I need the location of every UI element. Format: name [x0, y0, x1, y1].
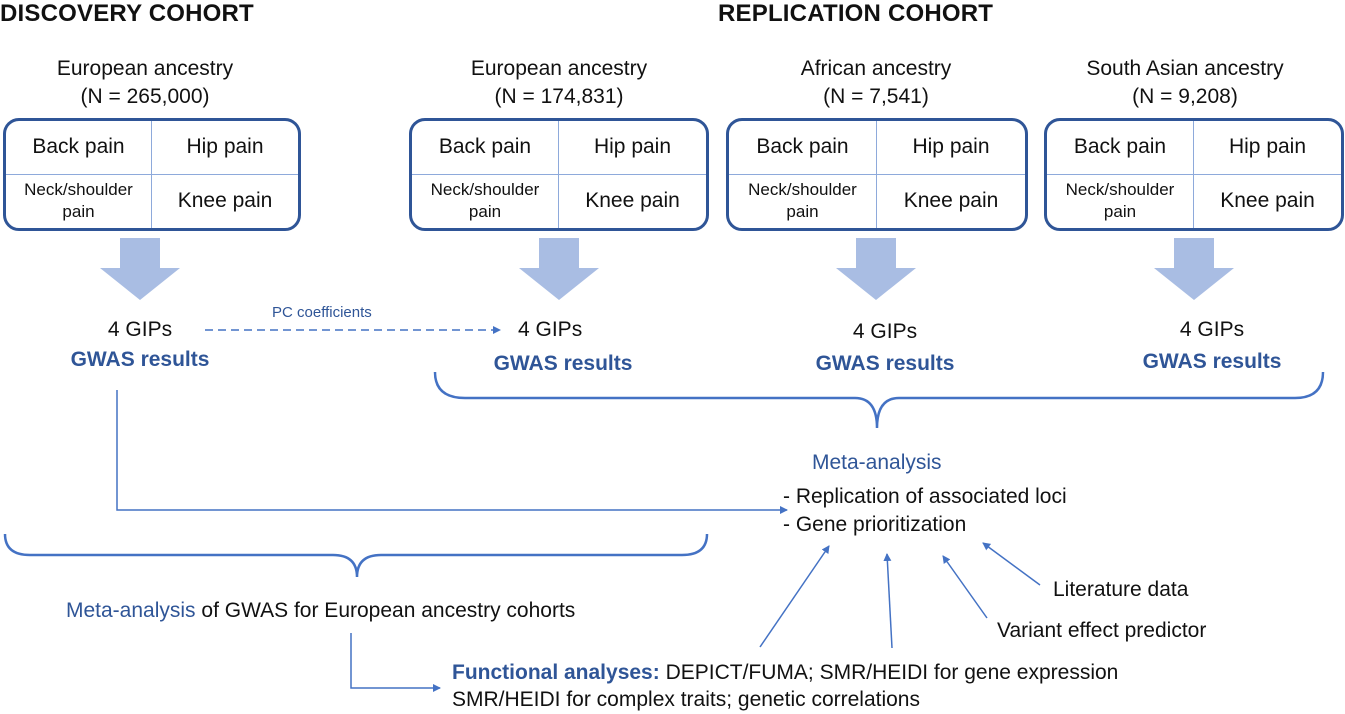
- functional-depict-to-gene-prioritization-arrow: [759, 545, 830, 648]
- block-arrow-down-replication-african: [836, 238, 916, 300]
- sample-size: (N = 7,541): [823, 85, 929, 108]
- cell-knee-pain: Knee pain: [177, 189, 273, 213]
- functional-analyses-line1: Functional analyses: DEPICT/FUMA; SMR/HE…: [452, 661, 1118, 685]
- ancestry-name: South Asian ancestry: [1086, 57, 1284, 80]
- cell-knee-pain: Knee pain: [585, 189, 680, 213]
- gwas-results-label: GWAS results: [493, 352, 633, 375]
- sample-size: (N = 265,000): [80, 85, 210, 108]
- ancestry-name: European ancestry: [470, 57, 648, 80]
- sample-size: (N = 174,831): [494, 85, 624, 108]
- cell-hip-pain: Hip pain: [559, 121, 706, 175]
- european-meta-highlight: Meta-analysis: [66, 599, 196, 622]
- gips-label: 4 GIPs: [852, 320, 918, 343]
- functional-line1-rest: DEPICT/FUMA; SMR/HEIDI for gene expressi…: [659, 661, 1119, 684]
- neck-line1: Neck/shoulder: [748, 180, 857, 200]
- cell-hip-pain: Hip pain: [1194, 121, 1341, 175]
- cell-hip-pain: Hip pain: [152, 121, 298, 175]
- neck-line2: pain: [786, 202, 819, 222]
- gips-label: 4 GIPs: [107, 318, 173, 341]
- european-meta-analysis-label: Meta-analysis of GWAS for European ances…: [66, 599, 575, 623]
- meta-item-replication: - Replication of associated loci: [783, 485, 1067, 508]
- functional-smr-to-gene-prioritization-arrow: [883, 553, 893, 649]
- block-arrow-down-replication-european: [519, 238, 599, 300]
- cell-knee-pain: Knee pain: [903, 189, 999, 213]
- european-meta-to-functional-connector: [350, 633, 441, 692]
- gwas-results-label: GWAS results: [70, 348, 210, 371]
- literature-to-gene-prioritization-arrow: [982, 542, 1041, 586]
- neck-line2: pain: [62, 202, 95, 222]
- sample-size: (N = 9,208): [1132, 85, 1238, 108]
- block-arrow-down-discovery: [100, 238, 180, 300]
- block-arrow-down-replication-south-asian: [1154, 238, 1234, 300]
- discovery-cohort-header: DISCOVERY COHORT: [0, 0, 254, 27]
- gwas-results-label: GWAS results: [1142, 350, 1282, 373]
- cell-back-pain: Back pain: [412, 121, 559, 175]
- result-replication-african: 4 GIPs GWAS results: [785, 320, 985, 376]
- functional-analyses-label: Functional analyses:: [452, 661, 660, 684]
- european-meta-brace: [3, 533, 709, 578]
- cell-back-pain: Back pain: [6, 121, 152, 175]
- cohort-label-replication-african: African ancestry (N = 7,541): [726, 55, 1026, 111]
- literature-data-label: Literature data: [1053, 578, 1189, 601]
- cohort-label-discovery-european: European ancestry (N = 265,000): [0, 55, 290, 111]
- gwas-results-label: GWAS results: [815, 352, 955, 375]
- replication-brace: [433, 371, 1325, 429]
- replication-cohort-header: REPLICATION COHORT: [718, 0, 994, 27]
- ancestry-name: European ancestry: [56, 57, 234, 80]
- european-meta-rest: of GWAS for European ancestry cohorts: [195, 599, 576, 622]
- result-discovery-european: 4 GIPs GWAS results: [40, 318, 240, 372]
- result-replication-south-asian: 4 GIPs GWAS results: [1112, 318, 1312, 374]
- neck-line1: Neck/shoulder: [24, 180, 133, 200]
- ancestry-name: African ancestry: [800, 57, 952, 80]
- neck-line1: Neck/shoulder: [430, 180, 540, 200]
- gips-label: 4 GIPs: [518, 318, 583, 341]
- cell-knee-pain: Knee pain: [1220, 189, 1315, 213]
- cell-back-pain: Back pain: [1047, 121, 1194, 175]
- cell-back-pain: Back pain: [729, 121, 877, 175]
- discovery-to-meta-connector: [116, 390, 788, 514]
- pc-coefficients-label: PC coefficients: [272, 304, 372, 321]
- neck-line2: pain: [468, 202, 502, 222]
- neck-line1: Neck/shoulder: [1065, 180, 1175, 200]
- vep-to-gene-prioritization-arrow: [942, 555, 988, 619]
- cohort-label-replication-south-asian: South Asian ancestry (N = 9,208): [1035, 55, 1335, 111]
- cohort-label-replication-european: European ancestry (N = 174,831): [409, 55, 709, 111]
- neck-line2: pain: [1103, 202, 1137, 222]
- functional-analyses-line2: SMR/HEIDI for complex traits; genetic co…: [452, 688, 920, 711]
- variant-effect-predictor-label: Variant effect predictor: [997, 619, 1207, 642]
- result-replication-european: 4 GIPs GWAS results: [463, 318, 663, 376]
- cell-hip-pain: Hip pain: [877, 121, 1025, 175]
- meta-item-gene-prioritization: - Gene prioritization: [783, 513, 967, 536]
- meta-analysis-title: Meta-analysis: [812, 451, 942, 474]
- gips-label: 4 GIPs: [1179, 318, 1245, 341]
